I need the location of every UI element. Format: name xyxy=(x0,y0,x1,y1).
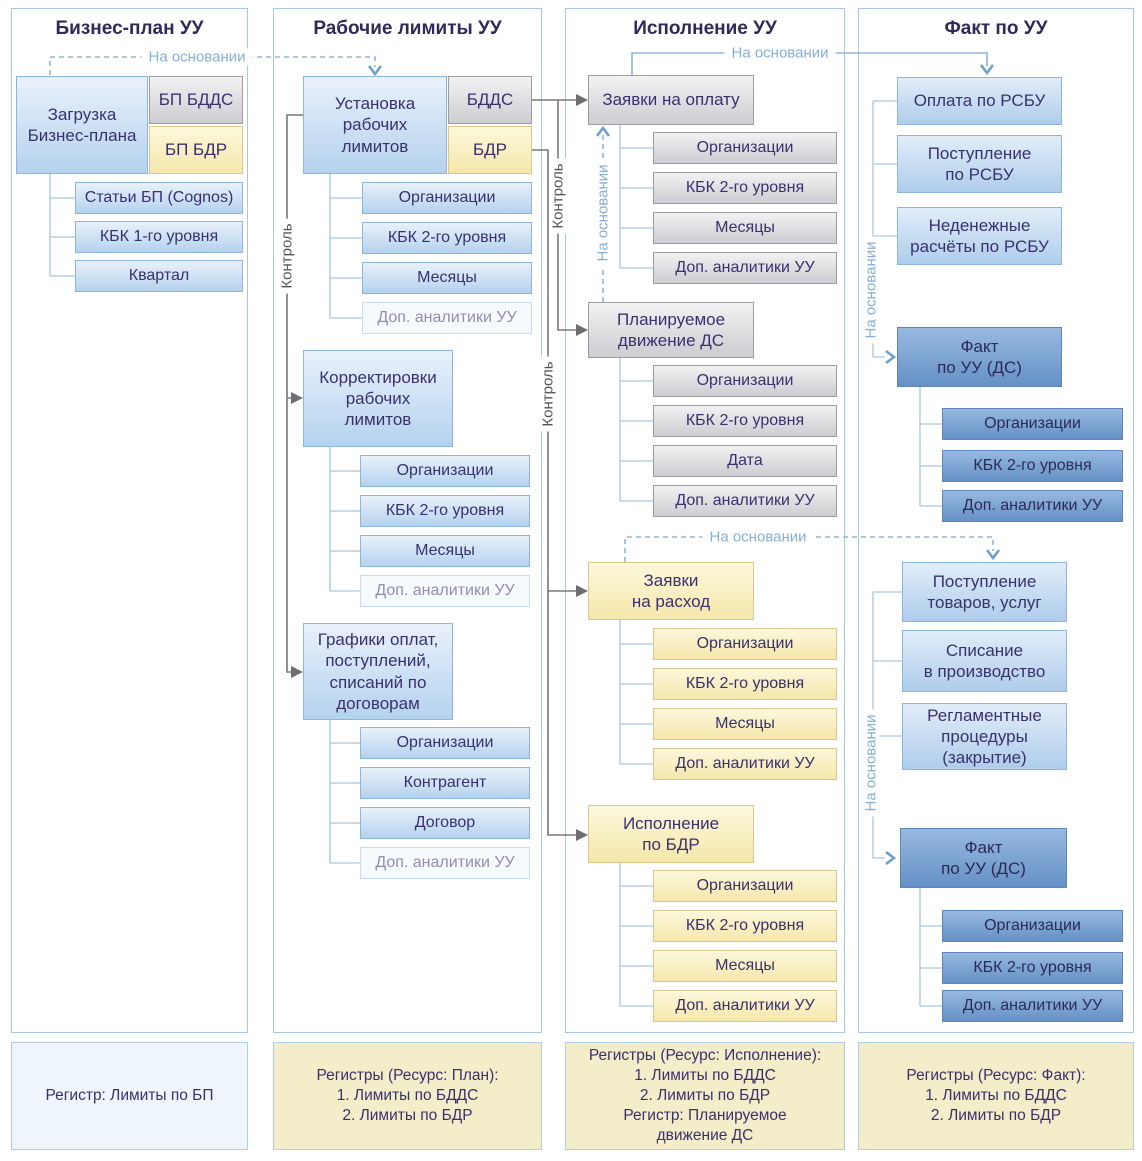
goods-receipt-box: Поступление товаров, услуг xyxy=(902,562,1067,622)
fact-uu-ds-box-2: Факт по УУ (ДС) xyxy=(900,828,1067,888)
expense-requests-box: Заявки на расход xyxy=(588,562,754,620)
tree-item: Организации xyxy=(653,628,837,660)
bdr-execution-box: Исполнение по БДР xyxy=(588,805,754,863)
payment-schedules-box: Графики оплат, поступлений, списаний по … xyxy=(303,623,453,720)
bp-bdr-tag: БП БДР xyxy=(149,126,243,174)
tree-item: Доп. аналитики УУ xyxy=(942,990,1123,1022)
register-note-working-limits: Регистры (Ресурс: План): 1. Лимиты по БД… xyxy=(273,1042,542,1150)
tree-item: Доп. аналитики УУ xyxy=(360,847,530,879)
tree-item: Месяцы xyxy=(653,708,837,740)
tree-item: КБК 1-го уровня xyxy=(75,221,243,253)
rsbu-noncash-box: Неденежные расчёты по РСБУ xyxy=(897,207,1062,265)
arrowhead-chevrons xyxy=(367,64,1001,866)
tree-item: Месяцы xyxy=(360,535,530,567)
column-title-execution: Исполнение УУ xyxy=(633,18,777,39)
bdds-tag: БДДС xyxy=(448,76,532,124)
set-working-limits-box: Установка рабочих лимитов xyxy=(303,76,447,174)
tree-item: Организации xyxy=(942,408,1123,440)
tree-item: Организации xyxy=(360,455,530,487)
column-title-working-limits: Рабочие лимиты УУ xyxy=(313,18,502,39)
tree-item: КБК 2-го уровня xyxy=(942,952,1123,984)
column-title-fact: Факт по УУ xyxy=(944,18,1048,39)
tree-item: Организации xyxy=(942,910,1123,942)
load-business-plan-box: Загрузка Бизнес-плана xyxy=(16,76,148,174)
register-note-business-plan: Регистр: Лимиты по БП xyxy=(11,1042,248,1150)
control-label: Контроль xyxy=(549,158,567,234)
tree-item: КБК 2-го уровня xyxy=(653,172,837,204)
control-label: Контроль xyxy=(278,218,296,294)
column-title-business-plan: Бизнес-план УУ xyxy=(55,18,204,39)
tree-item: Договор xyxy=(360,807,530,839)
tree-item: Контрагент xyxy=(360,767,530,799)
tree-item: Доп. аналитики УУ xyxy=(653,748,837,780)
control-connectors xyxy=(286,99,576,836)
tree-item: Организации xyxy=(360,727,530,759)
tree-item: Статьи БП (Cognos) xyxy=(75,182,243,214)
bp-bdds-tag: БП БДДС xyxy=(149,76,243,124)
rsbu-receipt-box: Поступление по РСБУ xyxy=(897,135,1062,193)
based-on-label: На основании xyxy=(862,709,880,817)
tree-connectors xyxy=(49,100,942,1007)
control-label: Контроль xyxy=(539,356,557,432)
planned-cash-flow-box: Планируемое движение ДС xyxy=(588,302,754,358)
tree-item: Доп. аналитики УУ xyxy=(653,485,837,517)
tree-item: Организации xyxy=(653,365,837,397)
bdr-tag: БДР xyxy=(448,126,532,174)
tree-item: Месяцы xyxy=(362,262,532,294)
tree-item: Организации xyxy=(362,182,532,214)
tree-item: Месяцы xyxy=(653,212,837,244)
tree-item: Доп. аналитики УУ xyxy=(942,490,1123,522)
tree-item: Месяцы xyxy=(653,950,837,982)
tree-item: КБК 2-го уровня xyxy=(653,910,837,942)
arrowhead-triangles xyxy=(291,94,588,841)
tree-item: Дата xyxy=(653,445,837,477)
tree-item: КБК 2-го уровня xyxy=(653,668,837,700)
tree-item: Доп. аналитики УУ xyxy=(653,990,837,1022)
register-note-execution: Регистры (Ресурс: Исполнение): 1. Лимиты… xyxy=(565,1042,845,1150)
tree-item: КБК 2-го уровня xyxy=(362,222,532,254)
tree-item: Квартал xyxy=(75,260,243,292)
based-on-label: На основании xyxy=(594,159,612,267)
based-on-label: На основании xyxy=(862,236,880,344)
based-on-label: На основании xyxy=(702,528,814,546)
closing-procedures-box: Регламентные процедуры (закрытие) xyxy=(902,703,1067,770)
tree-item: Доп. аналитики УУ xyxy=(362,302,532,334)
tree-item: КБК 2-го уровня xyxy=(942,450,1123,482)
rsbu-payment-box: Оплата по РСБУ xyxy=(897,77,1062,125)
based-on-label: На основании xyxy=(141,48,253,66)
fact-uu-ds-box: Факт по УУ (ДС) xyxy=(897,327,1062,387)
tree-item: Доп. аналитики УУ xyxy=(360,575,530,607)
tree-item: КБК 2-го уровня xyxy=(653,405,837,437)
production-writeoff-box: Списание в производство xyxy=(902,630,1067,692)
tree-item: Организации xyxy=(653,870,837,902)
payment-requests-box: Заявки на оплату xyxy=(588,75,754,125)
limit-corrections-box: Корректировки рабочих лимитов xyxy=(303,350,453,447)
based-on-label: На основании xyxy=(724,44,836,62)
tree-item: КБК 2-го уровня xyxy=(360,495,530,527)
register-note-fact: Регистры (Ресурс: Факт): 1. Лимиты по БД… xyxy=(858,1042,1134,1150)
tree-item: Организации xyxy=(653,132,837,164)
tree-item: Доп. аналитики УУ xyxy=(653,252,837,284)
